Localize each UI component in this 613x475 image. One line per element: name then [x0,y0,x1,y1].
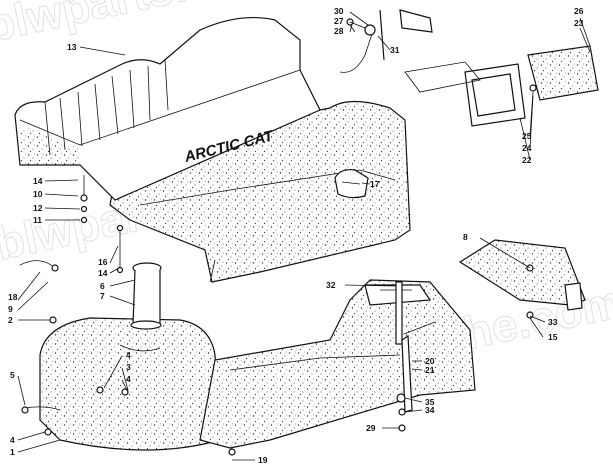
callout-13: 13 [67,42,77,52]
callout-34: 34 [425,405,435,415]
callout-8: 8 [463,232,468,242]
callout-7: 7 [100,291,105,301]
callout-5: 5 [10,370,15,380]
bracket [458,239,586,311]
callout-31: 31 [390,45,400,55]
callout-12: 12 [33,203,43,213]
callout-21: 21 [425,365,435,375]
callout-6: 6 [100,281,105,291]
callout-4c: 4 [10,435,15,445]
callout-20: 20 [425,356,435,366]
callout-30: 30 [334,6,344,16]
callout-15: 15 [548,332,558,342]
callout-2: 2 [8,315,13,325]
callout-9: 9 [8,304,13,314]
callout-14b: 14 [98,268,108,278]
callout-19: 19 [258,455,268,465]
fuel-tank [39,317,221,451]
callout-22: 22 [522,155,532,165]
callout-29: 29 [366,423,376,433]
wiring-harness [339,9,433,73]
callout-27: 27 [334,16,344,26]
callout-33: 33 [548,317,558,327]
callout-28: 28 [334,26,344,36]
callout-26: 26 [574,6,584,16]
taillight-cover [334,169,369,199]
callout-1: 1 [10,447,15,457]
callout-23: 23 [574,18,584,28]
callout-10: 10 [33,189,43,199]
leader-lines [17,11,591,461]
seat: ARCTIC CAT [14,16,321,201]
callout-11: 11 [33,215,42,225]
callout-35: 35 [425,397,435,407]
callout-4b: 4 [126,374,131,384]
callout-3: 3 [126,362,131,372]
callout-32: 32 [326,280,336,290]
fasteners [19,260,534,456]
callout-14a: 14 [33,176,43,186]
callout-25: 25 [522,131,532,141]
callout-17: 17 [370,179,380,189]
callout-4a: 4 [126,350,131,360]
seat-hardware [80,175,124,274]
fuel-sender [130,262,162,330]
callout-labels: 13 14 10 12 11 16 14 6 7 17 18 9 2 4 3 4… [8,6,584,465]
callout-16: 16 [98,257,108,267]
taillight-assembly [404,45,599,127]
callout-18: 18 [8,292,18,302]
callout-24: 24 [522,143,532,153]
